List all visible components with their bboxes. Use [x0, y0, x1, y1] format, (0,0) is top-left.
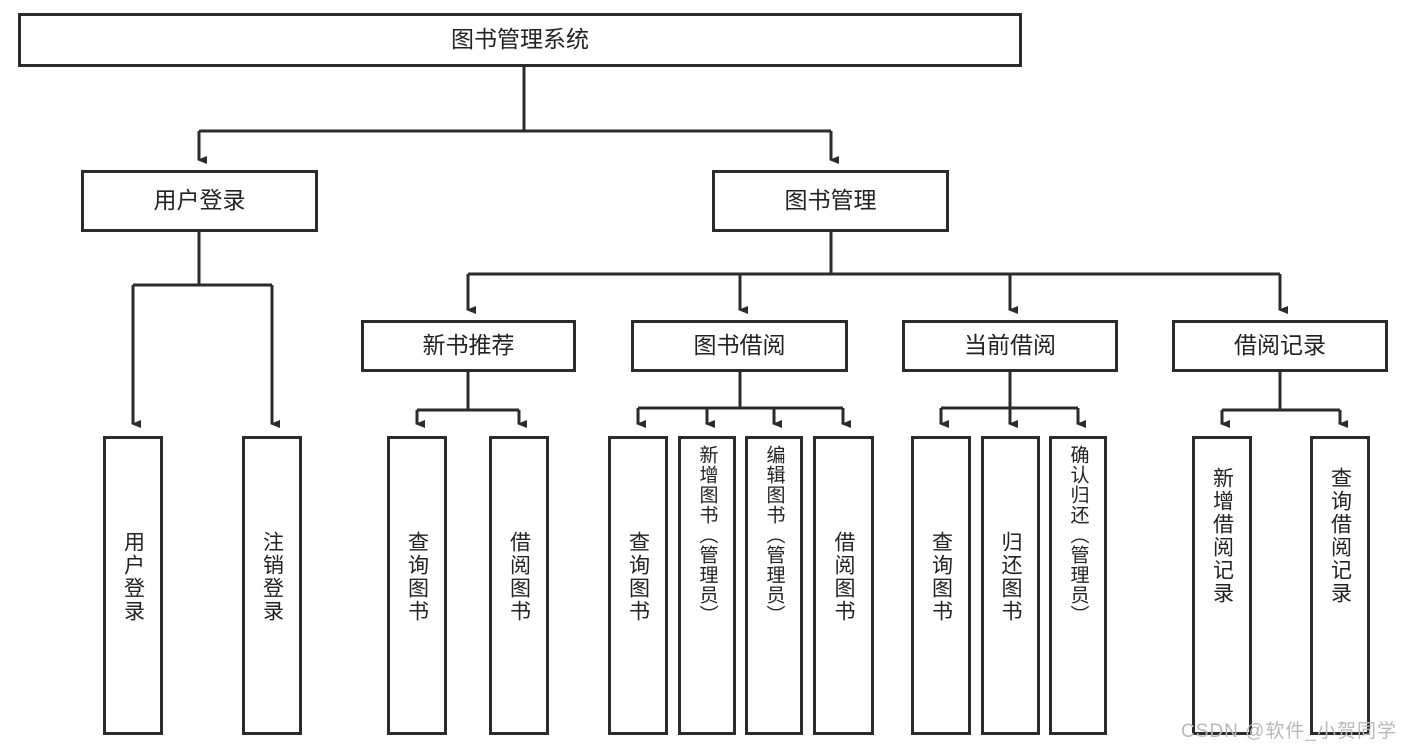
node-label: 图书管理系统: [451, 26, 589, 53]
node-label: 新书推荐: [422, 332, 515, 359]
node-label: 当前借阅: [964, 332, 1056, 359]
leaf-confirm-return-admin[interactable]: 确认归还（管理员）: [1049, 436, 1107, 735]
node-label: 查询图书: [405, 531, 429, 623]
leaf-query-borrow-record[interactable]: 查询借阅记录: [1310, 436, 1370, 735]
leaf-borrow-book[interactable]: 借阅图书: [813, 436, 874, 735]
node-new-book-recommend[interactable]: 新书推荐: [361, 320, 576, 372]
node-label: 注销登录: [260, 531, 284, 623]
node-label: 确认归还（管理员）: [1067, 445, 1089, 625]
leaf-add-borrow-record[interactable]: 新增借阅记录: [1192, 436, 1252, 735]
node-label: 新增图书（管理员）: [696, 445, 718, 625]
leaf-edit-book-admin[interactable]: 编辑图书（管理员）: [745, 436, 803, 735]
node-label: 用户登录: [153, 187, 246, 214]
node-label: 新增借阅记录: [1210, 467, 1234, 605]
node-current-borrow[interactable]: 当前借阅: [902, 320, 1118, 372]
node-book-management[interactable]: 图书管理: [712, 170, 949, 232]
node-book-borrow[interactable]: 图书借阅: [631, 320, 848, 372]
node-user-login[interactable]: 用户登录: [81, 170, 318, 232]
leaf-logout[interactable]: 注销登录: [242, 436, 302, 735]
node-label: 图书管理: [784, 187, 877, 214]
leaf-query-book-borrow[interactable]: 查询图书: [608, 436, 668, 735]
node-label: 编辑图书（管理员）: [763, 445, 785, 625]
node-label: 归还图书: [999, 531, 1022, 623]
node-label: 用户登录: [121, 531, 145, 623]
node-label: 查询图书: [626, 531, 650, 623]
leaf-user-login[interactable]: 用户登录: [103, 436, 163, 735]
node-label: 借阅图书: [507, 531, 531, 623]
node-label: 图书借阅: [693, 332, 786, 359]
node-label: 借阅记录: [1234, 332, 1326, 359]
node-label: 借阅图书: [832, 531, 855, 623]
node-root-library-system[interactable]: 图书管理系统: [18, 13, 1022, 67]
leaf-borrow-book-recommend[interactable]: 借阅图书: [489, 436, 549, 735]
node-label: 查询借阅记录: [1328, 467, 1352, 605]
leaf-add-book-admin[interactable]: 新增图书（管理员）: [678, 436, 736, 735]
node-borrow-records[interactable]: 借阅记录: [1172, 320, 1388, 372]
leaf-query-book-recommend[interactable]: 查询图书: [387, 436, 447, 735]
node-label: 查询图书: [929, 531, 953, 623]
leaf-query-book-current[interactable]: 查询图书: [911, 436, 971, 735]
leaf-return-book[interactable]: 归还图书: [981, 436, 1040, 735]
